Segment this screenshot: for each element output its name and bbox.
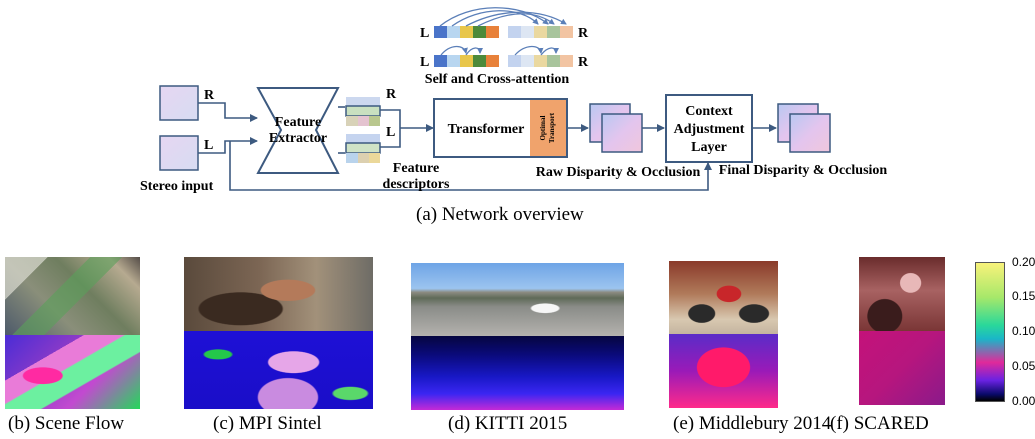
descriptors-to-transformer-arrow: [380, 109, 433, 148]
self-attention-arcs: [440, 45, 559, 56]
scared-panel: [859, 257, 945, 405]
sintel-panel: [184, 257, 373, 409]
context-label-3: Layer: [691, 140, 727, 155]
kitti-caption: (d) KITTI 2015: [448, 413, 568, 434]
kitti-panel: [411, 263, 624, 410]
descriptor-L: [345, 134, 381, 163]
colorbar-tick-4: 0.00: [1012, 394, 1035, 408]
colorbar: [975, 262, 1005, 402]
feature-descriptors-label-1: Feature: [393, 161, 439, 176]
context-label-2: Adjustment: [674, 122, 745, 137]
left-skip-connection: [229, 141, 712, 191]
attention-right-strip-1: [508, 26, 573, 38]
right-input-label: R: [204, 88, 215, 103]
network-overview-diagram: L R L: [140, 7, 888, 194]
optimal-transport-block: [530, 100, 566, 156]
context-label-1: Context: [685, 104, 733, 119]
attention-R-label: R: [578, 26, 589, 41]
colorbar-tick-3: 0.05: [1012, 359, 1035, 373]
attention-illustration: L R L: [420, 7, 589, 87]
colorbar-tick-1: 0.15: [1012, 289, 1035, 303]
feature-extractor-label-1: Feature: [275, 115, 321, 130]
middlebury-caption: (e) Middlebury 2014: [673, 413, 832, 434]
colorbar-tick-2: 0.10: [1012, 324, 1035, 338]
colorbar-tick-0: 0.20: [1012, 255, 1035, 269]
sintel-caption: (c) MPI Sintel: [213, 413, 322, 434]
scared-rgb-image: [859, 257, 945, 331]
sintel-disparity-map: [184, 331, 373, 409]
attention-title: Self and Cross-attention: [425, 72, 570, 87]
left-input-image: [159, 135, 199, 171]
cross-attention-arcs: [439, 7, 567, 27]
scared-disparity-map: [859, 331, 945, 405]
attention-right-strip-2: [508, 55, 573, 67]
transformer-label: Transformer: [448, 122, 525, 137]
feature-extractor-block: [256, 87, 340, 174]
right-input-image: [159, 85, 199, 121]
middlebury-rgb-image: [669, 261, 778, 334]
middlebury-panel: [669, 261, 778, 408]
sceneflow-rgb-image: [5, 257, 140, 335]
right-input-arrow: [198, 102, 258, 122]
middlebury-disparity-map: [669, 334, 778, 408]
attention-left-strip-1: [434, 26, 499, 38]
final-disparity-map: [789, 113, 831, 153]
sceneflow-panel: [5, 257, 140, 409]
optimal-transport-label-1: Optimal: [539, 116, 547, 141]
optimal-transport-label-2: Transport: [548, 112, 556, 143]
descriptor-R: [345, 97, 381, 126]
kitti-rgb-image: [411, 263, 624, 336]
context-adjustment-block: [665, 94, 753, 163]
attention-L-label: L: [420, 26, 429, 41]
kitti-disparity-map: [411, 336, 624, 410]
raw-disparity-label: Raw Disparity & Occlusion: [536, 165, 701, 180]
feature-descriptors-label-2: descriptors: [383, 177, 450, 192]
network-overview-caption: (a) Network overview: [416, 204, 584, 225]
descriptor-R-label: R: [386, 87, 397, 102]
sceneflow-disparity-map: [5, 335, 140, 409]
attention-R-label-2: R: [578, 55, 589, 70]
feature-extractor-label-2: Extractor: [269, 131, 327, 146]
attention-L-label-2: L: [420, 55, 429, 70]
final-disparity-label: Final Disparity & Occlusion: [719, 163, 888, 178]
left-input-arrow: [198, 137, 258, 154]
sceneflow-caption: (b) Scene Flow: [8, 413, 125, 434]
attention-left-strip-2: [434, 55, 499, 67]
descriptor-L-label: L: [386, 125, 395, 140]
left-input-label: L: [204, 138, 213, 153]
stereo-input-label: Stereo input: [140, 179, 214, 194]
raw-disparity-map: [601, 113, 643, 153]
sintel-rgb-image: [184, 257, 373, 331]
scared-caption: (f) SCARED: [830, 413, 929, 434]
